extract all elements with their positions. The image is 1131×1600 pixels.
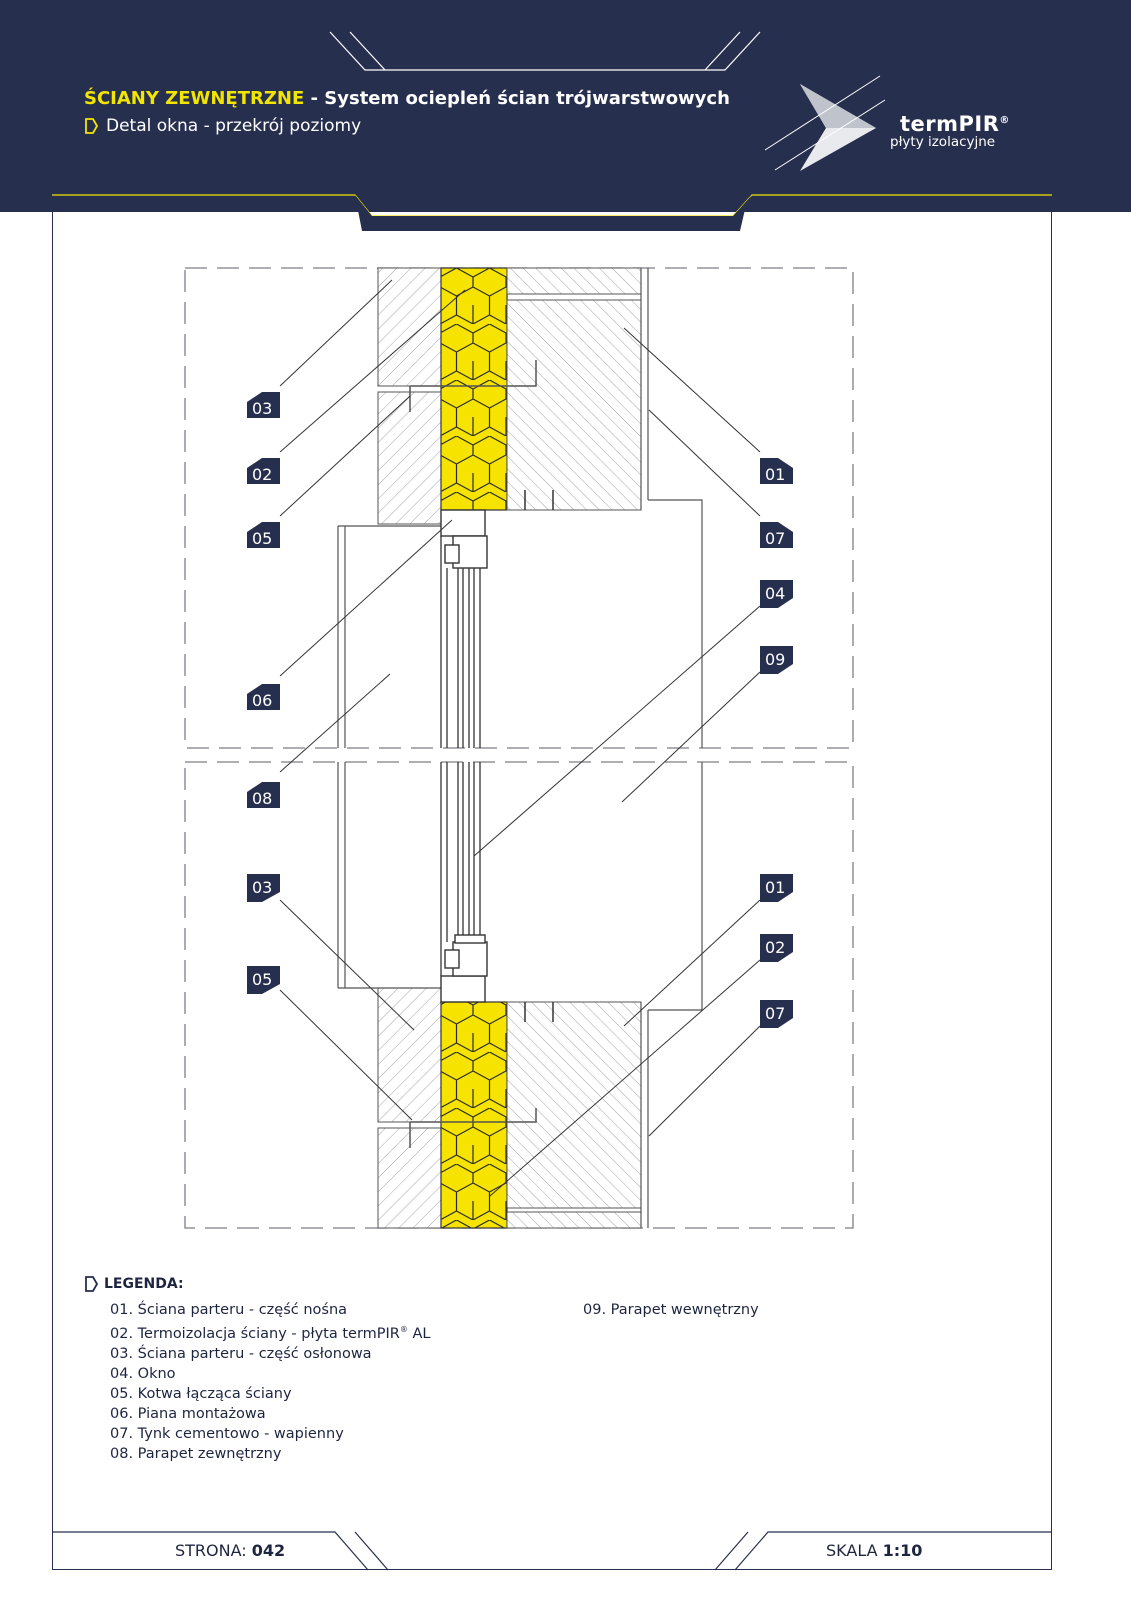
callout-badge: 07: [760, 1000, 793, 1028]
title-highlight: ŚCIANY ZEWNĘTRZNE: [84, 88, 305, 109]
callout-badge: 05: [247, 522, 280, 548]
callout-badge: 09: [760, 646, 793, 674]
header-band: [0, 0, 1131, 212]
callout-badge: 07: [760, 522, 793, 548]
page-title: ŚCIANY ZEWNĘTRZNE - System ociepleń ścia…: [84, 88, 730, 109]
page-number: STRONA: 042: [175, 1541, 286, 1560]
leader-lines: [279, 279, 761, 1197]
subtitle-text: Detal okna - przekrój poziomy: [106, 116, 362, 136]
svg-text:05: 05: [252, 529, 272, 548]
legend-item: 08. Parapet zewnętrzny: [110, 1445, 282, 1462]
legend-item: 05. Kotwa łącząca ściany: [110, 1385, 292, 1402]
legend-title: LEGENDA:: [84, 1276, 184, 1292]
header-notch: [329, 31, 761, 71]
callout-badge: 02: [760, 934, 793, 962]
callout-badge: 03: [247, 874, 280, 902]
callout-badge: 01: [760, 874, 793, 902]
svg-text:02: 02: [765, 938, 785, 957]
svg-text:01: 01: [765, 465, 785, 484]
legend-item: 02. Termoizolacja ściany - płyta termPIR…: [110, 1325, 431, 1342]
callout-badges: 03 02 05 06 08 03 05 01 07 04 09 01 02 0…: [247, 392, 793, 1028]
svg-text:05: 05: [252, 970, 272, 989]
legend-item: 09. Parapet wewnętrzny: [583, 1302, 759, 1318]
svg-text:03: 03: [252, 878, 272, 897]
callout-badge: 06: [247, 684, 280, 710]
callout-badge: 05: [247, 966, 280, 994]
header-trim: [52, 194, 1052, 217]
legend-item: 01. Ściana parteru - część nośna: [110, 1302, 348, 1318]
legend-item: 03. Ściana parteru - część osłonowa: [110, 1345, 372, 1362]
termpir-logo-icon: [764, 75, 886, 171]
svg-text:09: 09: [765, 650, 785, 669]
legend-list: 01. Ściana parteru - część nośna 02. Ter…: [110, 1300, 431, 1464]
legend-item: 07. Tynk cementowo - wapienny: [110, 1425, 344, 1442]
brand-block: termPIR® płyty izolacyjne: [890, 112, 1010, 150]
legend-item: 06. Piana montażowa: [110, 1405, 266, 1422]
callout-badge: 08: [247, 782, 280, 808]
title-rest: - System ociepleń ścian trójwarstwowych: [304, 88, 730, 109]
svg-text:04: 04: [765, 584, 785, 603]
callout-badge: 04: [760, 580, 793, 608]
footer-frame: [52, 1531, 1052, 1571]
play-arrow-icon: [85, 118, 98, 134]
page-subtitle: Detal okna - przekrój poziomy: [84, 116, 361, 136]
svg-text:01: 01: [765, 878, 785, 897]
svg-text:07: 07: [765, 1004, 785, 1023]
svg-text:07: 07: [765, 529, 785, 548]
scale-indicator: SKALA 1:10: [826, 1541, 923, 1560]
page-frame: [52, 32, 1052, 1570]
callout-badge: 01: [760, 458, 793, 484]
svg-text:08: 08: [252, 789, 272, 808]
svg-text:03: 03: [252, 399, 272, 418]
svg-text:02: 02: [252, 465, 272, 484]
callout-badge: 03: [247, 392, 280, 418]
brand-name: termPIR®: [900, 112, 1010, 136]
svg-text:06: 06: [252, 691, 272, 710]
brand-tagline: płyty izolacyjne: [890, 134, 996, 150]
legend-item: 04. Okno: [110, 1365, 176, 1382]
callout-badge: 02: [247, 458, 280, 484]
play-arrow-icon: [85, 1276, 98, 1292]
